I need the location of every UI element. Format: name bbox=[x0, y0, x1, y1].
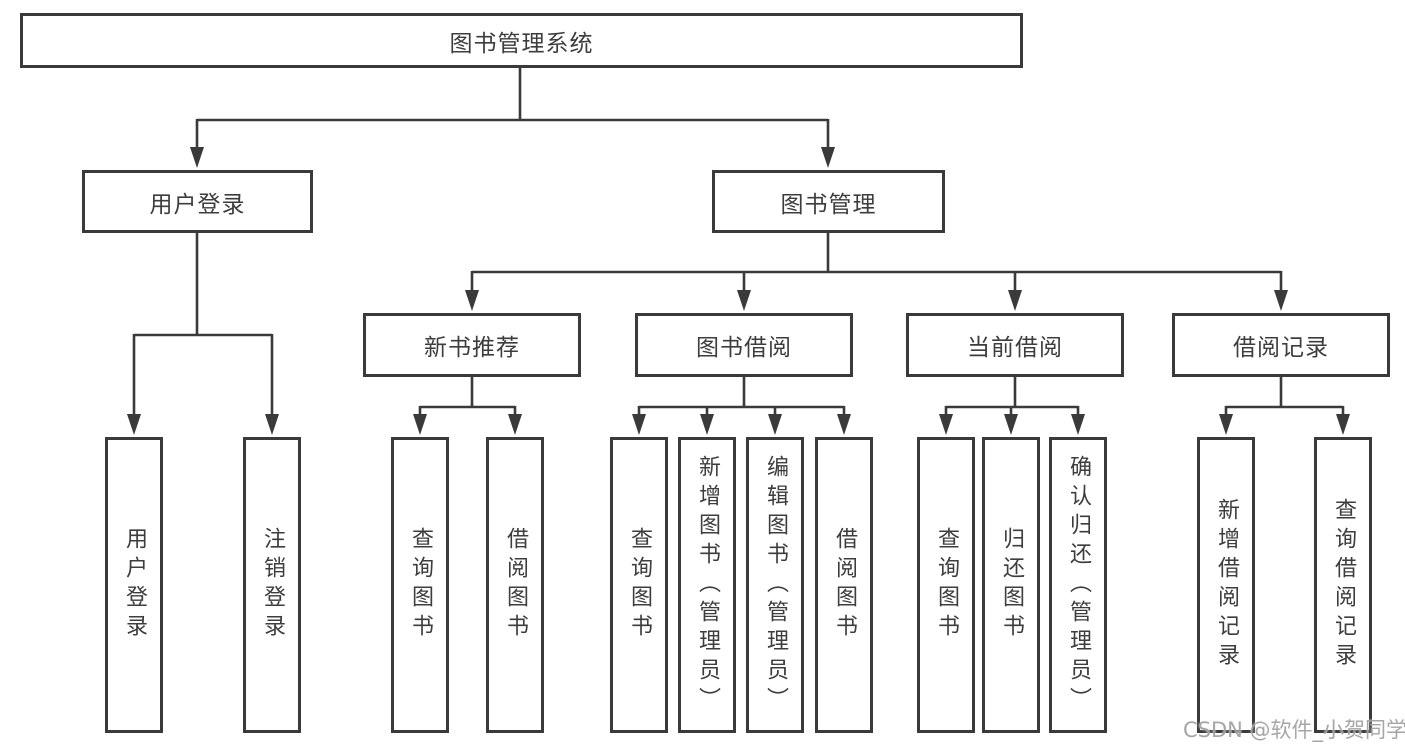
node-label: 借阅记录 bbox=[1233, 335, 1329, 361]
node-current-borrow: 当前借阅 bbox=[906, 313, 1124, 377]
node-label: 借阅图书 bbox=[503, 527, 528, 643]
node-label: 新书推荐 bbox=[424, 335, 520, 361]
leaf-add-books-admin: 新增图书（管理员） bbox=[678, 437, 736, 733]
node-label: 图书管理系统 bbox=[449, 30, 594, 57]
leaf-borrow-books: 借阅图书 bbox=[815, 437, 873, 733]
node-label: 用户登录 bbox=[122, 527, 147, 643]
node-book-borrow: 图书借阅 bbox=[635, 313, 853, 377]
leaf-add-borrow-record: 新增借阅记录 bbox=[1197, 437, 1255, 733]
node-label: 归还图书 bbox=[999, 527, 1024, 643]
leaf-borrow-books-recommend: 借阅图书 bbox=[486, 437, 544, 733]
node-label: 借阅图书 bbox=[832, 527, 857, 643]
node-label: 确认归还（管理员） bbox=[1066, 454, 1091, 716]
node-label: 查询图书 bbox=[627, 527, 652, 643]
leaf-return-books: 归还图书 bbox=[982, 437, 1040, 733]
node-book-management-system: 图书管理系统 bbox=[20, 13, 1023, 68]
arrowheads bbox=[127, 147, 1350, 435]
node-book-management: 图书管理 bbox=[712, 170, 945, 233]
node-label: 新增图书（管理员） bbox=[695, 454, 720, 716]
node-label: 查询图书 bbox=[408, 527, 433, 643]
node-label: 编辑图书（管理员） bbox=[763, 454, 788, 716]
leaf-edit-books-admin: 编辑图书（管理员） bbox=[746, 437, 804, 733]
node-label: 查询图书 bbox=[934, 527, 959, 643]
node-label: 用户登录 bbox=[149, 191, 246, 218]
leaf-query-books-current: 查询图书 bbox=[917, 437, 975, 733]
leaf-query-books-borrow: 查询图书 bbox=[610, 437, 668, 733]
node-user-login: 用户登录 bbox=[82, 170, 313, 233]
leaf-confirm-return-admin: 确认归还（管理员） bbox=[1049, 437, 1107, 733]
leaf-query-books-recommend: 查询图书 bbox=[391, 437, 449, 733]
node-borrow-records: 借阅记录 bbox=[1172, 313, 1390, 377]
node-label: 图书借阅 bbox=[696, 335, 792, 361]
node-label: 新增借阅记录 bbox=[1214, 498, 1239, 672]
leaf-user-login: 用户登录 bbox=[105, 437, 163, 733]
leaf-logout: 注销登录 bbox=[243, 437, 301, 733]
leaf-query-borrow-record: 查询借阅记录 bbox=[1314, 437, 1372, 733]
node-label: 注销登录 bbox=[260, 527, 285, 643]
csdn-watermark: CSDN @软件_小贺同学 bbox=[1183, 718, 1405, 742]
node-label: 图书管理 bbox=[780, 191, 877, 218]
node-label: 查询借阅记录 bbox=[1331, 498, 1356, 672]
node-new-book-recommend: 新书推荐 bbox=[363, 313, 581, 377]
node-label: 当前借阅 bbox=[967, 335, 1063, 361]
